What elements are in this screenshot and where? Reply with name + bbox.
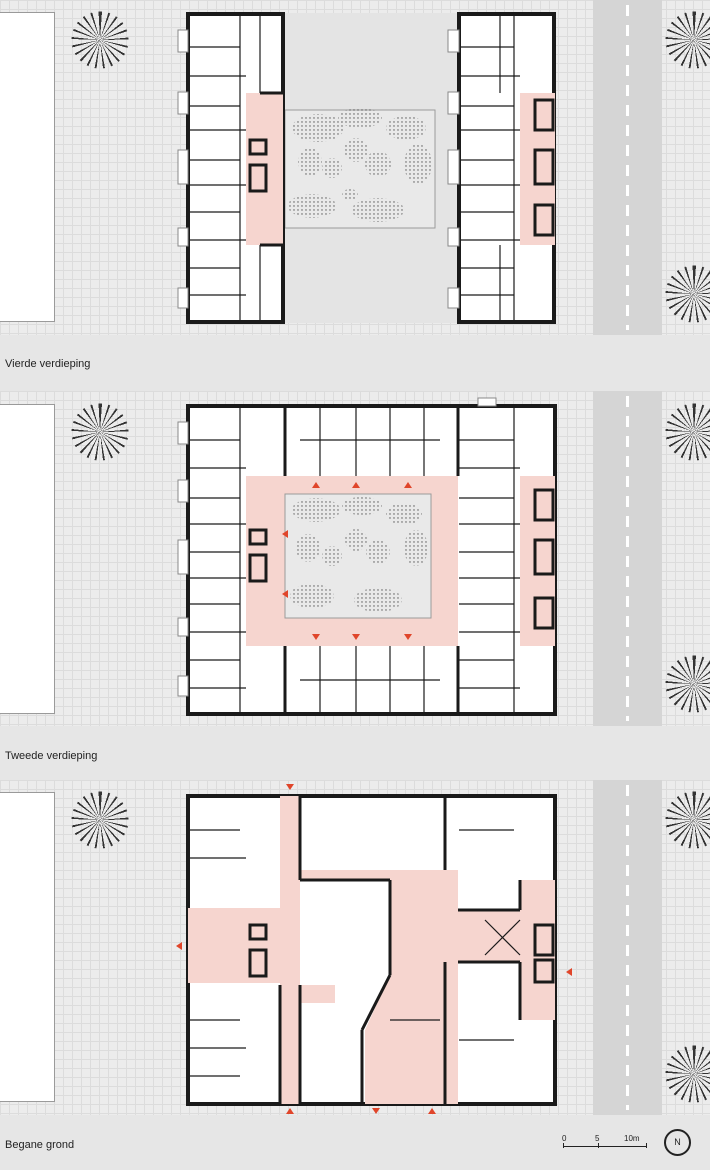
road-centerline-second-floor <box>626 396 629 721</box>
floor-label-fourth: Vierde verdieping <box>5 358 91 370</box>
neighbor-building-ground-floor <box>0 792 55 1102</box>
courtyard-planting <box>288 108 432 222</box>
tree-icon <box>662 8 710 72</box>
plan-ground-floor <box>176 784 572 1114</box>
scale-tick-10m: 10m <box>624 1134 640 1143</box>
circulation-public <box>188 796 555 1104</box>
circulation-core <box>520 93 555 245</box>
tree-icon <box>662 652 710 716</box>
label-strip-ground-floor <box>0 1115 710 1170</box>
scale-bar <box>563 1143 647 1150</box>
north-arrow-icon: N <box>664 1129 691 1156</box>
tree-icon <box>68 400 132 464</box>
neighbor-building-fourth-floor <box>0 12 55 322</box>
scale-tick-0: 0 <box>562 1134 567 1143</box>
tree-icon <box>662 788 710 852</box>
label-strip-fourth-floor <box>0 335 710 391</box>
plan-fourth-floor <box>177 12 556 324</box>
floor-label-second: Tweede verdieping <box>5 750 98 762</box>
courtyard-planting <box>290 497 428 612</box>
tree-icon <box>68 788 132 852</box>
entrance-markers <box>176 784 572 1114</box>
plan-second-floor <box>177 397 557 716</box>
road-centerline-fourth-floor <box>626 5 629 330</box>
label-strip-second-floor <box>0 726 710 780</box>
neighbor-building-second-floor <box>0 404 55 714</box>
entrance-markers <box>282 482 412 640</box>
tree-icon <box>662 262 710 326</box>
scale-tick-5: 5 <box>595 1134 600 1143</box>
tree-icon <box>68 8 132 72</box>
tree-icon <box>662 1042 710 1106</box>
floor-label-ground: Begane grond <box>5 1139 75 1151</box>
tree-icon <box>662 400 710 464</box>
road-centerline-ground-floor <box>626 785 629 1110</box>
north-letter: N <box>674 1137 681 1147</box>
